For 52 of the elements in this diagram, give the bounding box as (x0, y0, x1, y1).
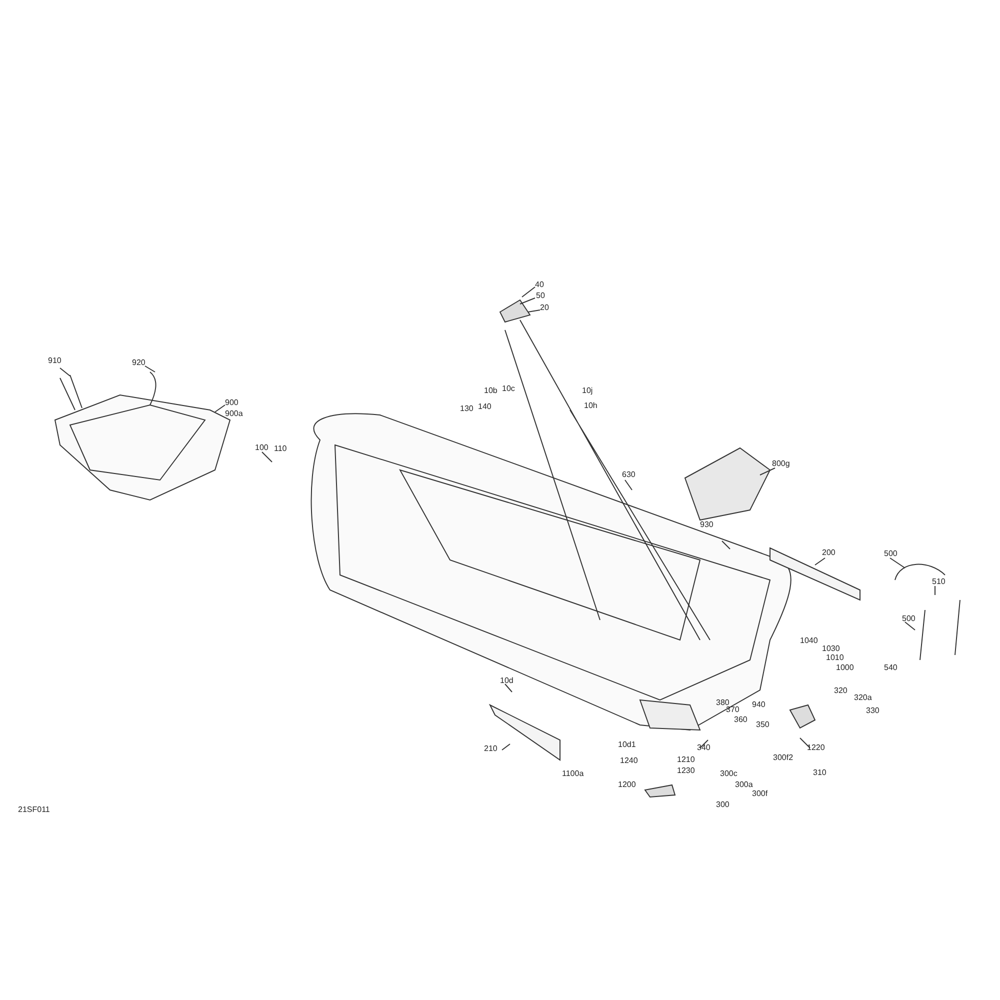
callout-number: 350 (756, 720, 770, 729)
callout-number: 200 (822, 548, 836, 557)
callout-number: 10h (584, 401, 598, 410)
callout-number: 10d (500, 676, 514, 685)
callout-number: 1030 (822, 644, 840, 653)
callout-number: 300c (720, 769, 738, 778)
callout-number: 1100a (562, 769, 584, 778)
callout-number: 300f (752, 789, 768, 798)
callout-number: 50 (536, 291, 545, 300)
callout-number: 340 (697, 743, 710, 752)
callout-number: 300a (735, 780, 753, 789)
callout-number: 130 (460, 404, 474, 413)
callout-number: 10j (582, 386, 593, 395)
callout-number: 920 (132, 358, 146, 367)
callout-number: 940 (752, 700, 766, 709)
callout-number: 900 (225, 398, 238, 407)
callout-number: 910 (48, 356, 62, 365)
callout-number: 930 (700, 520, 714, 529)
callout-number: 1000 (836, 663, 854, 672)
callout-number: 1230 (677, 766, 695, 775)
callout-number: 100 (255, 443, 268, 452)
callout-number: 1200 (618, 780, 636, 789)
callout-number: 320 (834, 686, 848, 695)
callout-number: 500 (884, 549, 898, 558)
callout-number: 370 (726, 705, 740, 714)
callout-number: 300f2 (773, 753, 794, 762)
callout-number: 10d1 (618, 740, 636, 749)
callout-number: 110 (274, 444, 287, 453)
callout-number: 510 (932, 577, 946, 586)
callout-number: 900a (225, 409, 243, 418)
callout-number: 320a (854, 693, 872, 702)
callout-number: 380 (716, 698, 730, 707)
callout-number: 500 (902, 614, 916, 623)
callout-number: 1210 (677, 755, 695, 764)
callout-number: 140 (478, 402, 492, 411)
figure-code: 21SF011 (18, 805, 50, 814)
callout-number: 10c (502, 384, 515, 393)
callout-number: 1240 (620, 756, 638, 765)
callout-number: 20 (540, 303, 549, 312)
callout-number: 10b (484, 386, 498, 395)
callout-number: 40 (535, 280, 544, 289)
callout-number: 300 (716, 800, 730, 809)
callout-number: 1040 (800, 636, 818, 645)
callout-number: 1220 (807, 743, 825, 752)
callout-number: 210 (484, 744, 498, 753)
callout-number: 330 (866, 706, 880, 715)
callout-number: 800g (772, 459, 790, 468)
callout-number: 540 (884, 663, 898, 672)
callout-number: 630 (622, 470, 636, 479)
callout-number: 310 (813, 768, 826, 777)
callout-number: 360 (734, 715, 748, 724)
callout-number: 1010 (826, 653, 844, 662)
